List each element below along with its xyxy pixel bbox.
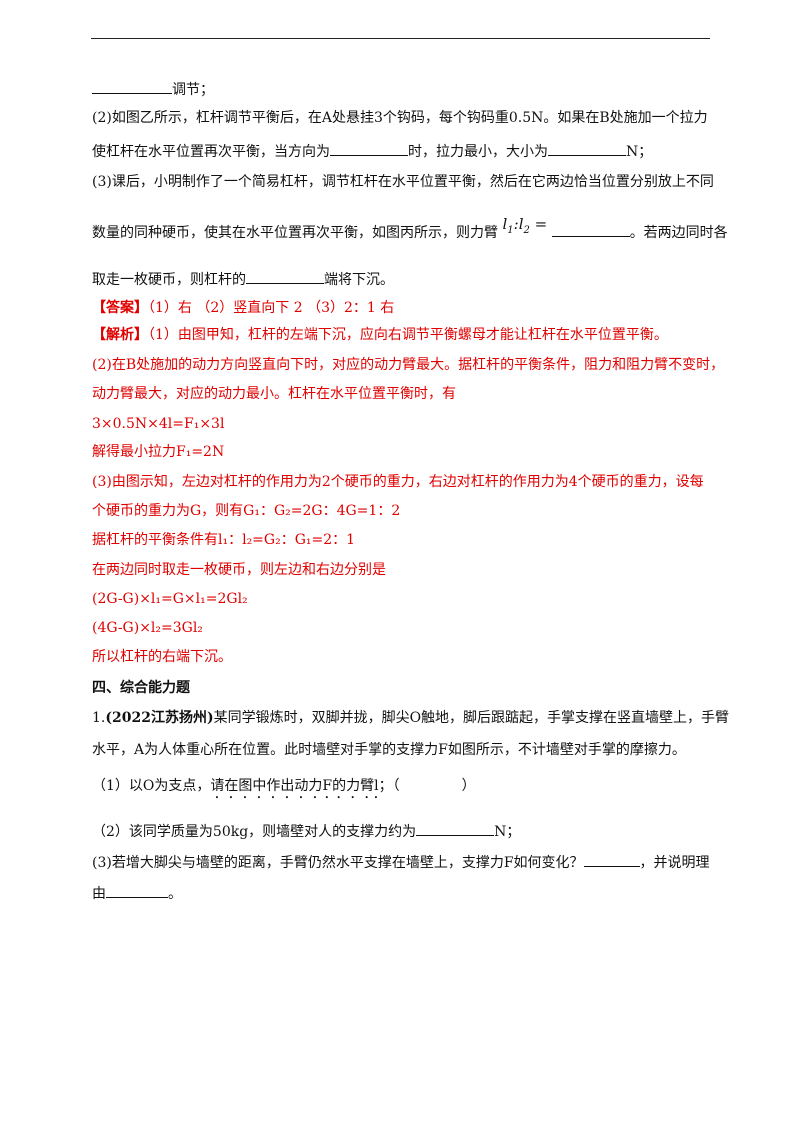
analysis-line-7: 个硬币的重力为G，则有G₁：G₂=2G：4G=1：2	[92, 503, 401, 519]
support-force-blank[interactable]	[416, 821, 495, 836]
reason-blank[interactable]	[106, 883, 168, 898]
direction-blank[interactable]	[330, 141, 408, 156]
line-adjust: 调节；	[92, 79, 214, 99]
arm-ratio: l1:l2 =	[502, 215, 548, 236]
problem-1-line-1: 1.(2022江苏扬州)某同学锻炼时，双脚并拢，脚尖O触地，脚后跟踮起，手掌支撑…	[92, 710, 730, 726]
problem-1-part-3-line-2: 由。	[92, 883, 182, 903]
analysis-equation-1: 3×0.5N×4l=F₁×3l	[92, 416, 225, 432]
analysis-line-6: (3)由图示知，左边对杠杆的作用力为2个硬币的重力，右边对杠杆的作用力为4个硬币…	[92, 474, 704, 490]
problem-1-part-1: （1）以O为支点，请在图中作出动力F的力臂l；（）	[92, 778, 476, 794]
question-3-line: (3)课后，小明制作了一个简易杠杆，调节杠杆在水平位置平衡，然后在它两边恰当位置…	[92, 174, 714, 190]
ratio-blank[interactable]	[551, 222, 630, 237]
question-3-line-3: 取走一枚硬币，则杠杆的端将下沉。	[92, 269, 394, 289]
answer-line: 【答案】（1）右 （2）竖直向下 2 （3）2：1 右	[92, 300, 395, 316]
header-rule	[91, 38, 710, 39]
analysis-line-8: 据杠杆的平衡条件有l₁：l₂=G₂：G₁=2：1	[92, 532, 356, 548]
analysis-line-3: 动力臂最大，对应的动力最小。杠杆在水平位置平衡时，有	[92, 386, 456, 402]
problem-1-line-2: 水平，A为人体重心所在位置。此时墙壁对手掌的支撑力F如图所示，不计墙壁对手掌的摩…	[92, 742, 686, 758]
question-2-line: (2)如图乙所示，杠杆调节平衡后，在A处悬挂3个钩码，每个钩码重0.5N。如果在…	[92, 110, 708, 126]
section-heading: 四、综合能力题	[92, 680, 190, 696]
question-3-line-2: 数量的同种硬币，使其在水平位置再次平衡，如图丙所示，则力臂 l1:l2 = 。若…	[92, 215, 728, 241]
analysis-line: 【解析】（1）由图甲知，杠杆的左端下沉，应向右调节平衡螺母才能让杠杆在水平位置平…	[92, 327, 668, 343]
change-blank[interactable]	[583, 852, 640, 867]
analysis-line-2: (2)在B处施加的动力方向竖直向下时，对应的动力臂最大。据杠杆的平衡条件，阻力和…	[92, 357, 725, 373]
analysis-line-9: 在两边同时取走一枚硬币，则左边和右边分别是	[92, 562, 386, 578]
analysis-equation-2: (2G-G)×l₁=G×l₁=2Gl₂	[92, 591, 248, 607]
problem-1-part-3: (3)若增大脚尖与墙壁的距离，手臂仍然水平支撑在墙壁上，支撑力F如何变化？，并说…	[92, 852, 710, 872]
force-blank[interactable]	[548, 141, 626, 156]
answer-blank[interactable]	[92, 79, 172, 94]
side-blank[interactable]	[246, 269, 324, 284]
analysis-line-5: 解得最小拉力F₁=2N	[92, 444, 225, 460]
analysis-conclusion: 所以杠杆的右端下沉。	[92, 649, 232, 665]
analysis-equation-3: (4G-G)×l₂=3Gl₂	[92, 620, 203, 636]
